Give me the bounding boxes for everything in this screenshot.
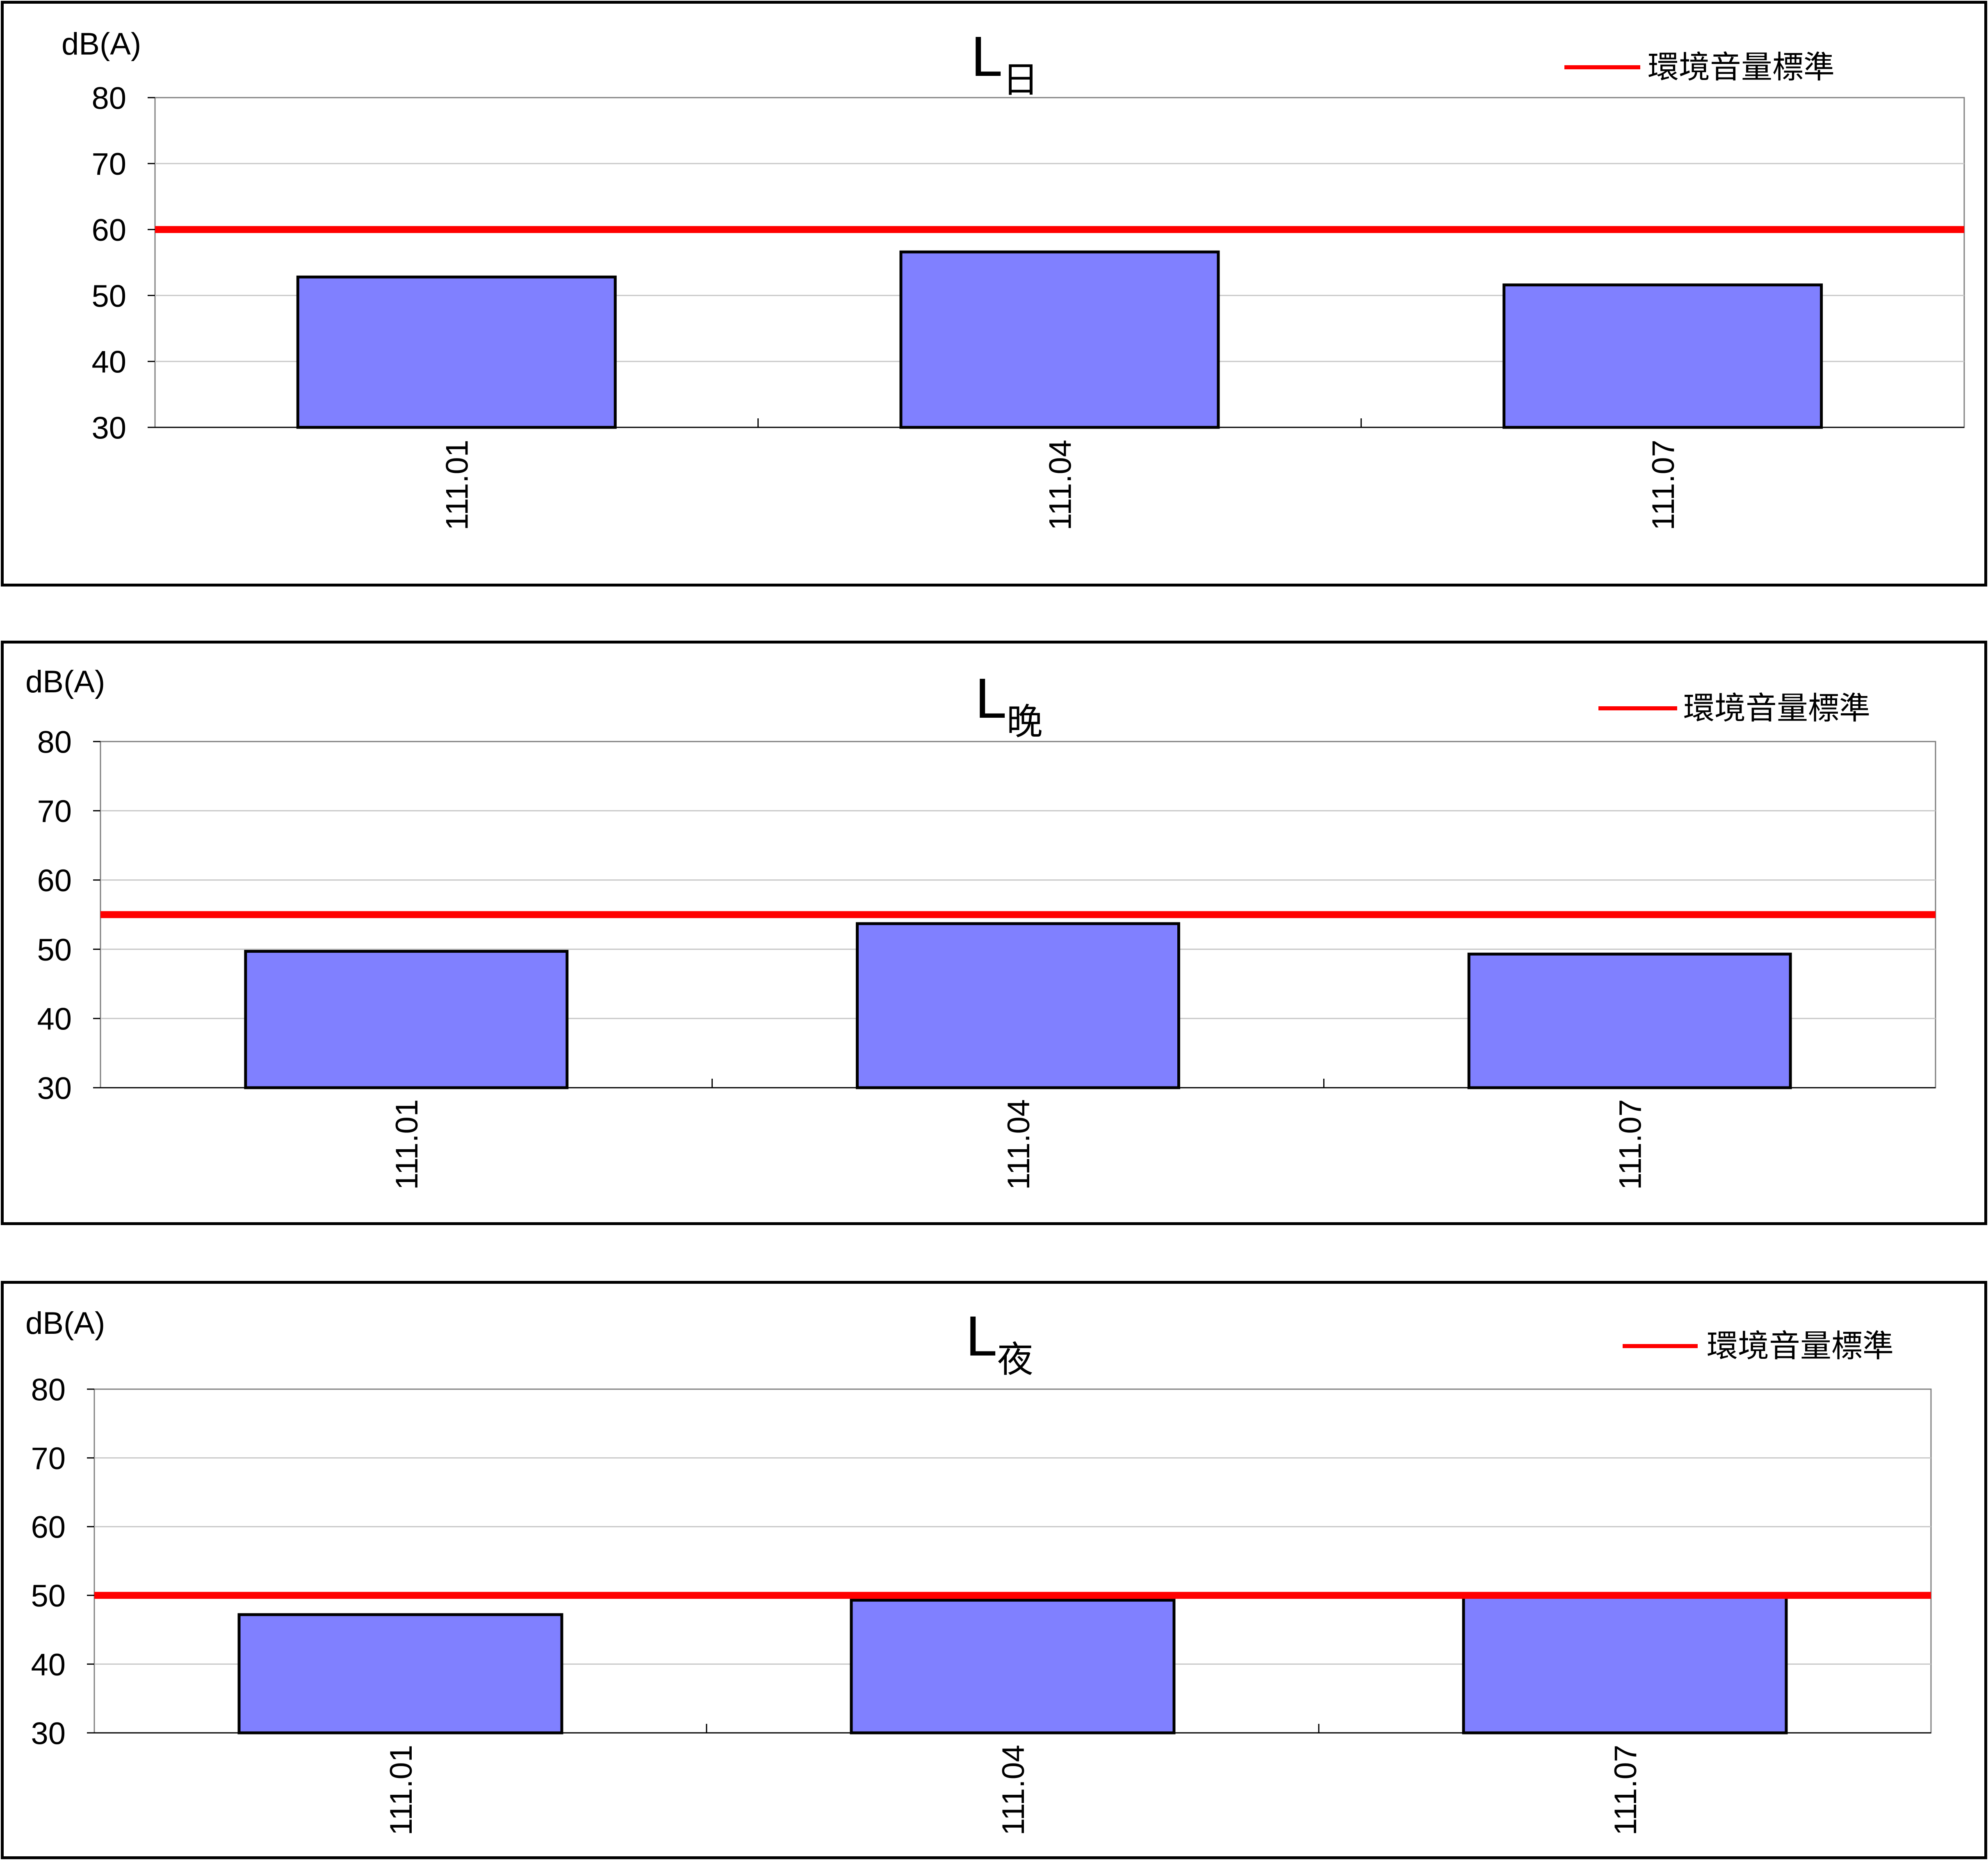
chart-title: L日 (971, 25, 1039, 100)
x-tick-label: 111.04 (996, 1745, 1031, 1835)
bar-111.07 (1462, 1595, 1788, 1734)
y-axis-label: dB(A) (25, 1306, 105, 1341)
y-tick-label: 50 (37, 933, 72, 968)
y-tick-label: 60 (91, 213, 126, 248)
y-tick-label: 70 (31, 1441, 66, 1476)
bar-111.04 (856, 922, 1180, 1089)
y-tick-label: 50 (31, 1579, 66, 1614)
y-tick-label: 60 (37, 863, 72, 898)
x-tick-label: 111.01 (384, 1745, 419, 1835)
chart-title: L晚 (975, 667, 1043, 742)
legend-label: 環境音量標準 (1648, 50, 1835, 85)
chart-title-main: L (966, 1305, 997, 1368)
y-axis-label: dB(A) (62, 27, 141, 62)
chart-night: 30 40 50 60 70 80 111.01 111.04 111.07 dB(A) L夜 環境音… (25, 1305, 1932, 1835)
x-tick-label: 111.07 (1613, 1099, 1648, 1190)
y-tick-label: 80 (91, 81, 126, 116)
y-axis-label: dB(A) (25, 664, 105, 699)
y-tick-label: 40 (37, 1002, 72, 1037)
x-tick-label: 111.07 (1608, 1745, 1643, 1835)
legend-label: 環境音量標準 (1683, 691, 1870, 726)
chart-title-main: L (975, 667, 1007, 730)
x-tick-label: 111.07 (1646, 440, 1681, 530)
y-tick-label: 40 (91, 345, 126, 380)
chart-title-subscript: 日 (1003, 59, 1039, 100)
bar-111.01 (237, 1613, 563, 1734)
y-tick-label: 30 (37, 1071, 72, 1106)
y-tick-label: 70 (37, 794, 72, 829)
bar-111.01 (244, 949, 569, 1089)
legend-label: 環境音量標準 (1707, 1329, 1894, 1364)
bar-111.04 (850, 1599, 1176, 1734)
chart-title-subscript: 夜 (997, 1339, 1033, 1380)
y-tick-label: 40 (31, 1648, 66, 1682)
x-tick-label: 111.01 (440, 440, 475, 530)
bar-111.07 (1502, 283, 1823, 429)
y-tick-label: 60 (31, 1510, 66, 1545)
y-tick-label: 30 (91, 411, 126, 445)
y-tick-label: 70 (91, 147, 126, 182)
chart-evening: 30 40 50 60 70 80 111.01 111.04 111.07 dB(A) L晚 環境音… (25, 664, 1936, 1190)
chart-title-main: L (971, 25, 1003, 88)
x-tick-label: 111.04 (1001, 1099, 1036, 1190)
chart-title: L夜 (966, 1305, 1033, 1380)
bar-111.04 (899, 250, 1220, 429)
x-tick-label: 111.04 (1043, 440, 1078, 530)
bar-111.07 (1467, 952, 1792, 1089)
x-tick-label: 111.01 (390, 1099, 424, 1190)
y-tick-label: 80 (31, 1372, 66, 1407)
chart-title-subscript: 晚 (1007, 701, 1043, 742)
chart-day: 30 40 50 60 70 80 111.01 111.04 111.07 dB(A) L日 環境音… (62, 25, 1965, 530)
bar-111.01 (296, 275, 617, 429)
y-tick-label: 30 (31, 1716, 66, 1751)
y-tick-label: 80 (37, 725, 72, 760)
y-tick-label: 50 (91, 279, 126, 314)
